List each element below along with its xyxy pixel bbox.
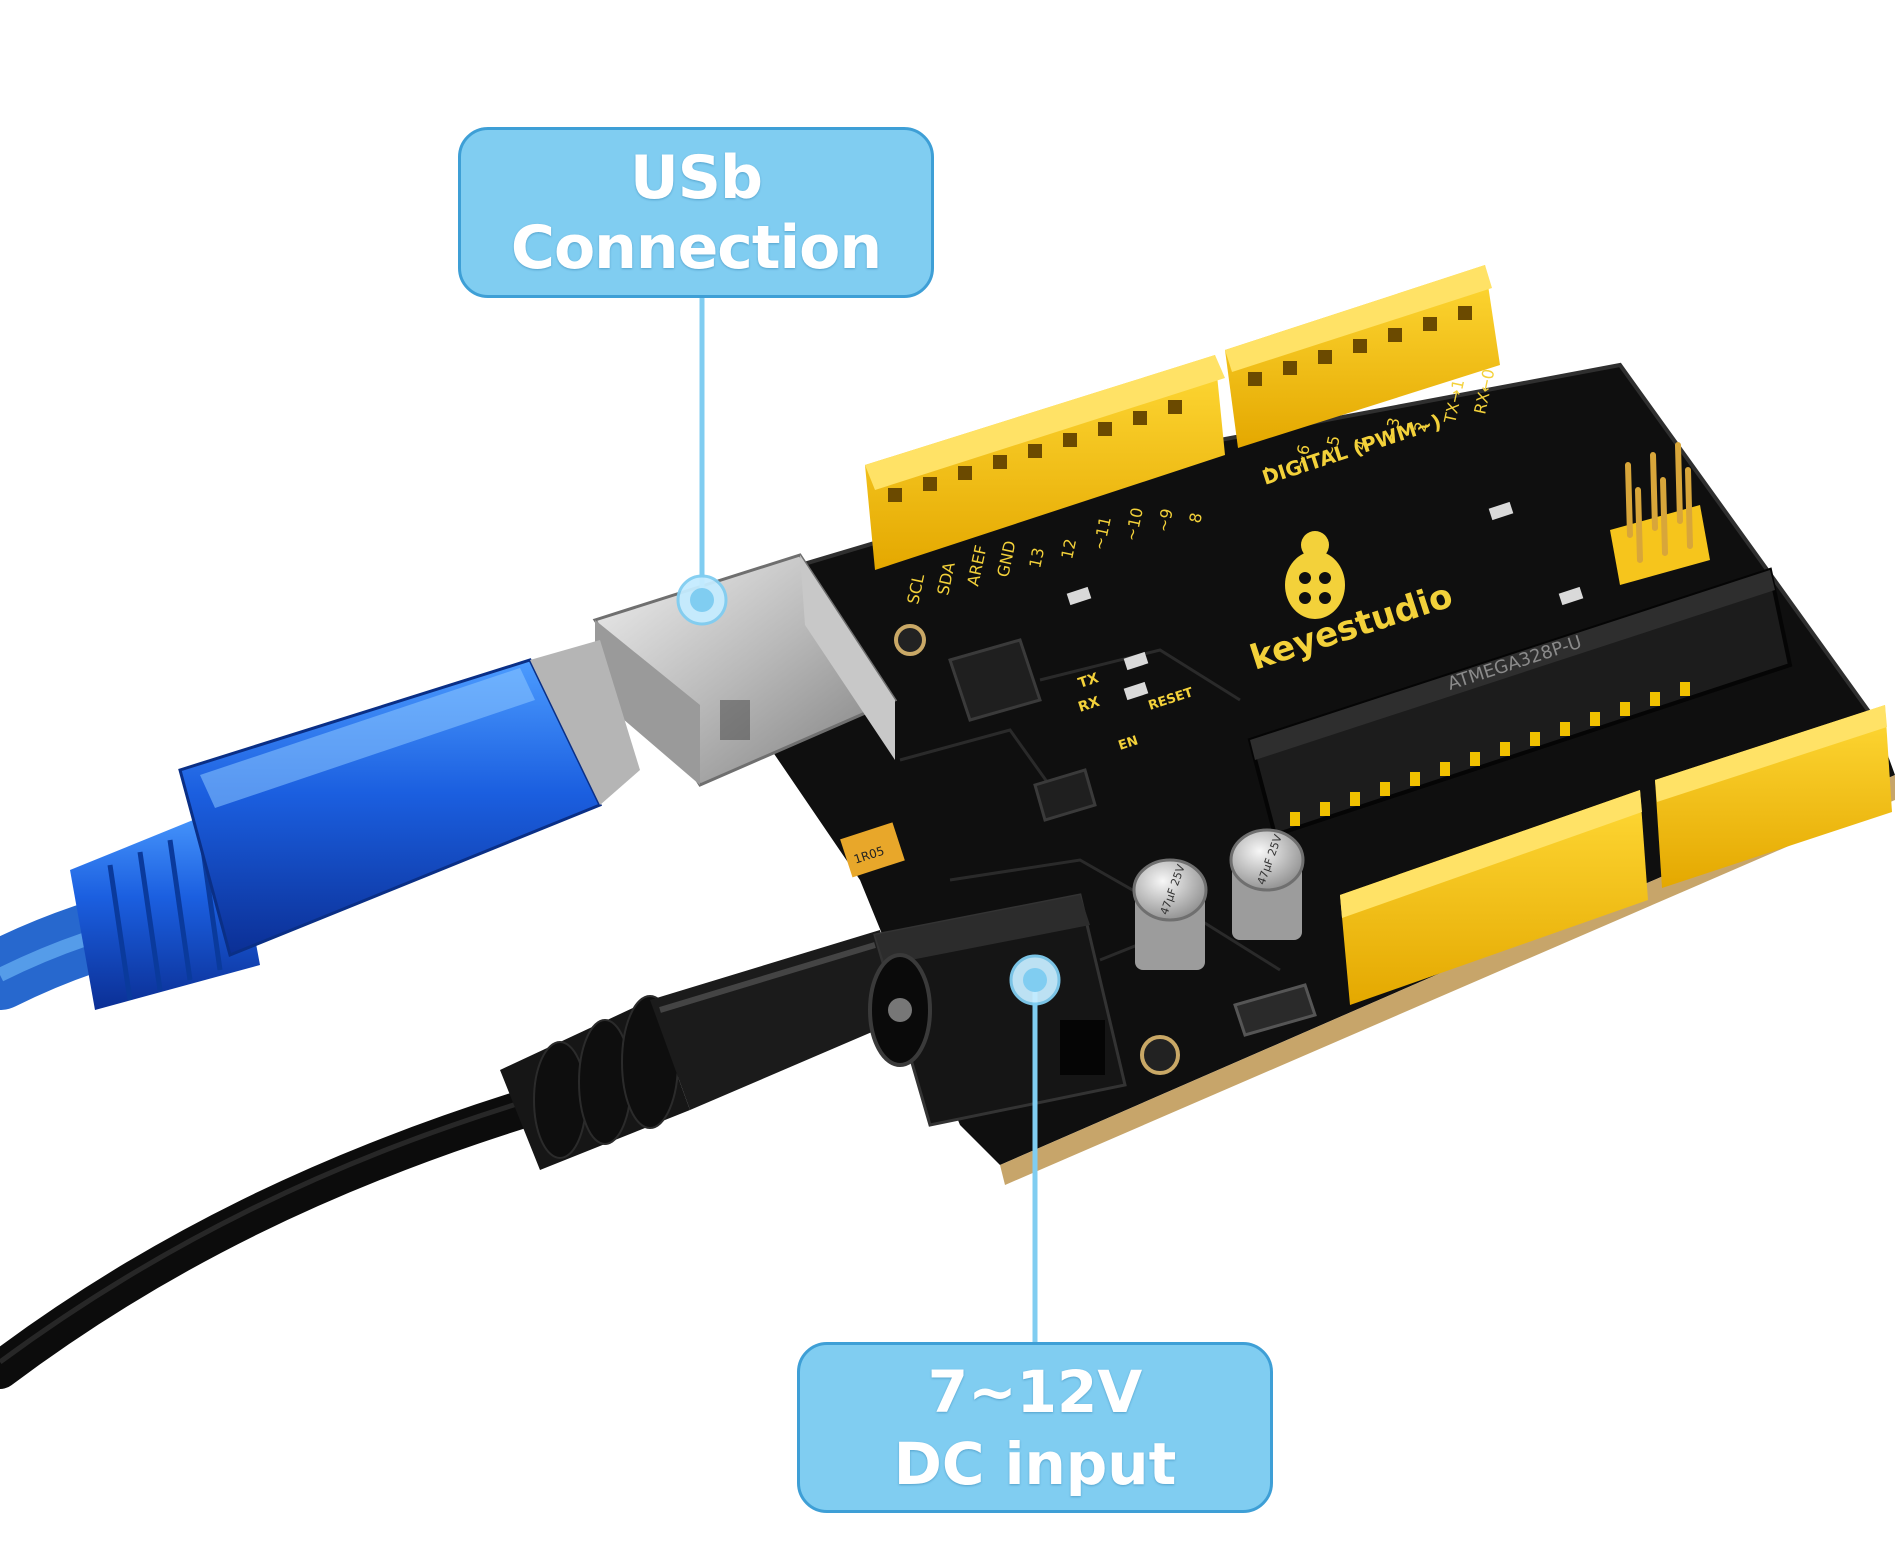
tx-label: TX	[1076, 670, 1100, 692]
capacitors: 47µF 25V 47µF 25V	[1132, 828, 1305, 970]
usb-cable	[0, 640, 640, 1010]
dc-barrel-jack	[868, 893, 1127, 1127]
pin-label-4: 4	[1350, 438, 1371, 452]
pin-label-7: 7	[1260, 465, 1281, 479]
digital-header-left	[865, 355, 1225, 570]
pin-label-3: ~3	[1380, 416, 1403, 443]
icsp-header	[1610, 442, 1710, 585]
beetle-logo-icon	[1285, 531, 1345, 619]
dc-input-callout: 7~12V DC input	[797, 1342, 1273, 1513]
pin-label-9: ~9	[1153, 507, 1176, 534]
usb-connection-label: USb Connection	[510, 142, 882, 283]
power-header	[1340, 790, 1648, 1005]
en-label: EN	[1117, 733, 1140, 753]
dc-power-cable	[0, 930, 900, 1389]
pin-label-13: 13	[1025, 546, 1048, 570]
chip-pins	[1290, 682, 1690, 826]
analog-header	[1655, 705, 1892, 888]
dc-input-label: DC input	[893, 1429, 1177, 1498]
header-sockets	[888, 306, 1472, 502]
pin-label-12: 12	[1057, 537, 1080, 561]
pin-label-8: 8	[1185, 511, 1206, 525]
usb-connection-callout: USb Connection	[458, 127, 934, 298]
pin-label-6: ~6	[1290, 443, 1313, 470]
smd-components: 1R05	[840, 501, 1584, 1037]
pin-label-2: 2	[1410, 420, 1431, 434]
pin-label-5: ~5	[1320, 434, 1343, 461]
usb-b-port	[592, 553, 898, 787]
dc-voltage-label: 7~12V	[927, 1357, 1143, 1426]
digital-header-right	[1225, 265, 1500, 448]
rx-label: RX	[1076, 694, 1102, 716]
callout-connectors	[676, 298, 1061, 1342]
